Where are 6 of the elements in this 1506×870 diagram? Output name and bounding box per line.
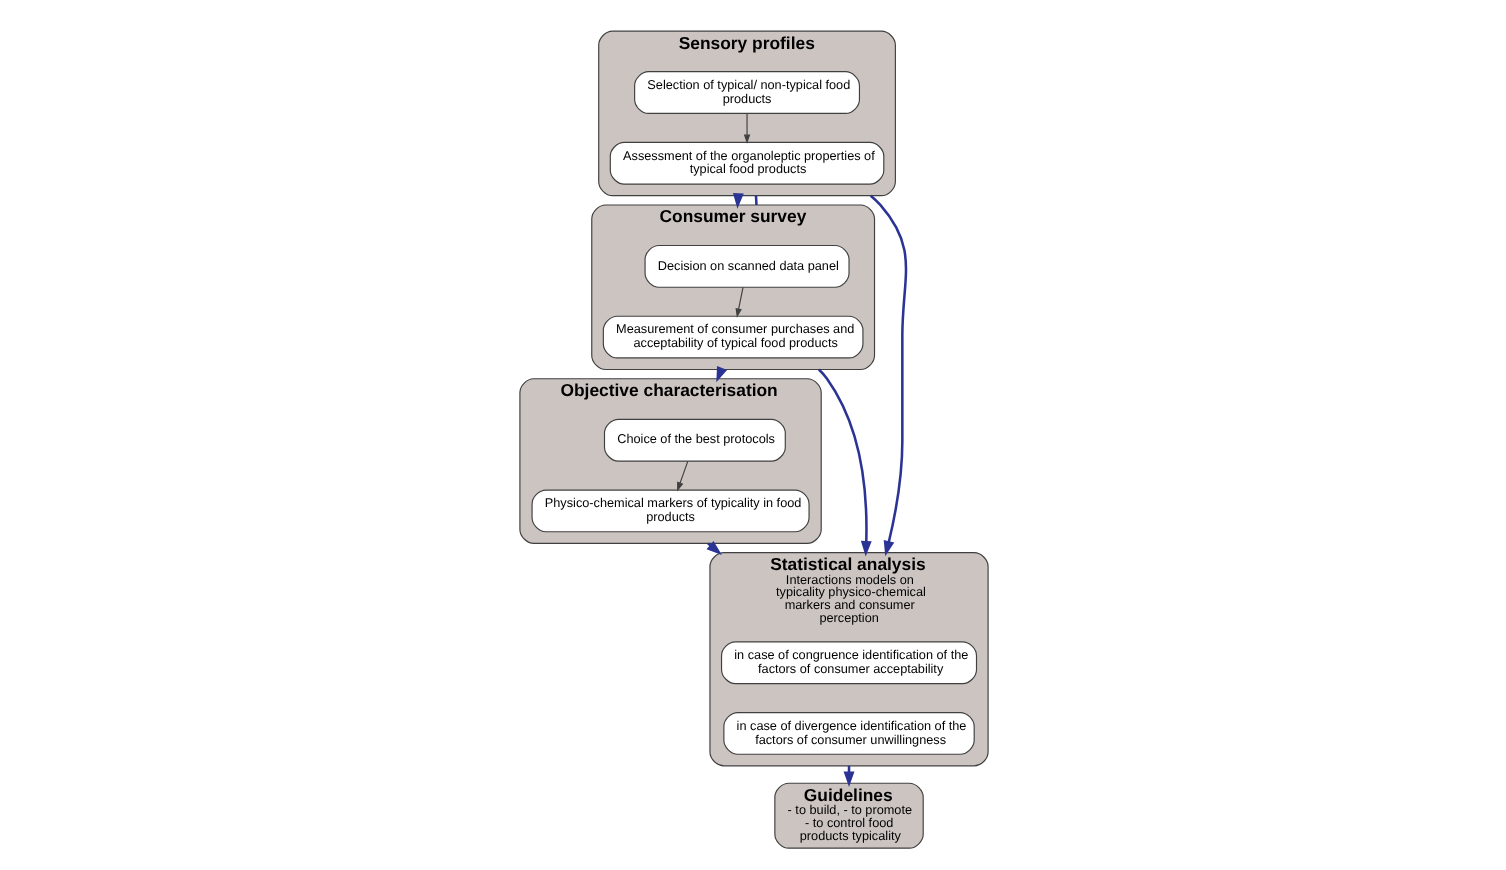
arrow xyxy=(816,368,871,557)
arrow xyxy=(742,112,750,144)
arrow xyxy=(868,194,907,557)
connector xyxy=(753,195,757,205)
arrow xyxy=(734,286,743,318)
arrow xyxy=(676,460,688,492)
